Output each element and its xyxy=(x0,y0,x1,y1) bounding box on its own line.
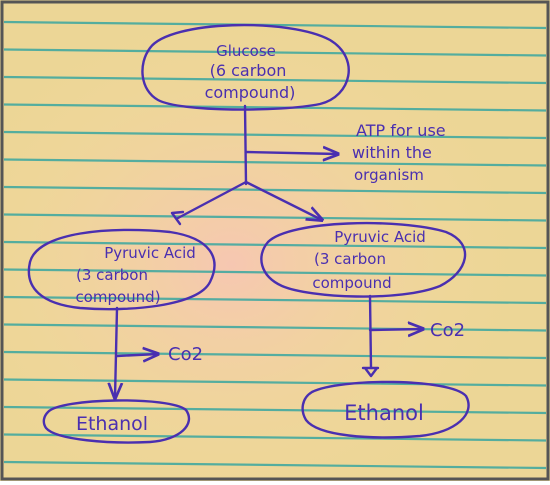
pyruvic-right-label: Pyruvic Acid xyxy=(334,228,426,246)
ruled-line xyxy=(3,103,547,112)
ruled-line xyxy=(3,295,547,305)
ruled-line xyxy=(3,130,547,140)
pyruvic-left-detail-1: (3 carbon xyxy=(76,266,148,284)
ruled-line xyxy=(3,75,547,85)
branch-right-arrow xyxy=(244,180,322,220)
right-down-head xyxy=(361,366,380,378)
glucose-trunk-line xyxy=(243,104,248,186)
atp-note-line-2: within the xyxy=(352,143,432,162)
ethanol-left-label: Ethanol xyxy=(76,413,148,435)
ruled-line xyxy=(3,185,547,195)
pyruvic-left-detail-2: compound) xyxy=(75,288,160,306)
ethanol-right-label: Ethanol xyxy=(344,401,424,425)
ruled-lines xyxy=(3,20,547,470)
ruled-line xyxy=(3,323,547,332)
right-co2-arrow xyxy=(368,329,423,330)
ethanol-left-oval xyxy=(42,399,191,444)
ruled-line xyxy=(3,48,547,57)
branch-left-arrow xyxy=(176,180,248,220)
ruled-line xyxy=(3,158,547,167)
pyruvic-right-detail-1: (3 carbon xyxy=(314,250,386,268)
ruled-line xyxy=(3,350,547,360)
pyruvic-right-detail-2: compound xyxy=(312,274,391,292)
branch-left-head xyxy=(170,210,185,226)
pyruvic-left-oval xyxy=(27,228,216,311)
co2-left-label: Co2 xyxy=(168,344,203,365)
atp-note-line-3: organism xyxy=(354,166,424,184)
glucose-detail-1: (6 carbon xyxy=(210,61,287,80)
ruled-line xyxy=(3,378,547,387)
ruled-line xyxy=(3,213,547,222)
atp-note-line-1: ATP for use xyxy=(356,121,446,140)
co2-right-label: Co2 xyxy=(430,320,465,341)
glucose-label: Glucose xyxy=(216,42,276,60)
ethanol-right-oval xyxy=(301,380,470,439)
glucose-detail-2: compound) xyxy=(205,83,296,102)
right-down-line xyxy=(368,294,373,370)
ruled-line xyxy=(3,20,547,30)
pyruvic-left-label: Pyruvic Acid xyxy=(104,244,196,262)
ruled-line xyxy=(3,240,547,250)
ruled-line xyxy=(3,433,547,442)
ruled-line xyxy=(3,460,547,470)
atp-arrow xyxy=(244,152,338,154)
left-down-line xyxy=(115,306,117,398)
ruled-line xyxy=(3,405,547,415)
glucose-oval xyxy=(141,23,350,111)
left-co2-arrow xyxy=(115,354,158,356)
pyruvic-right-oval xyxy=(260,221,467,298)
